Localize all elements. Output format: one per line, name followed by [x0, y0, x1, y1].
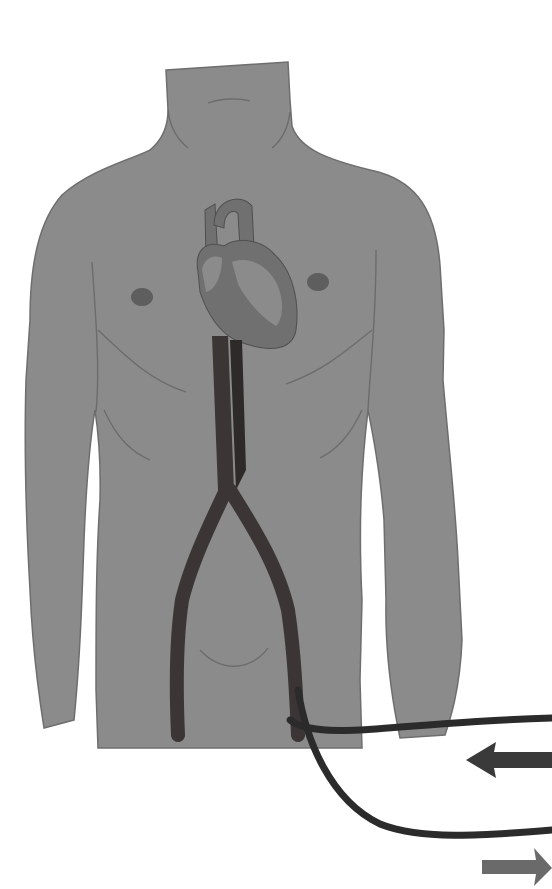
nipple-right: [307, 273, 329, 291]
arrow-left-icon: [466, 742, 552, 778]
flow-arrows: [466, 742, 552, 886]
nipple-left: [131, 288, 153, 306]
arrow-right-icon: [482, 848, 552, 886]
